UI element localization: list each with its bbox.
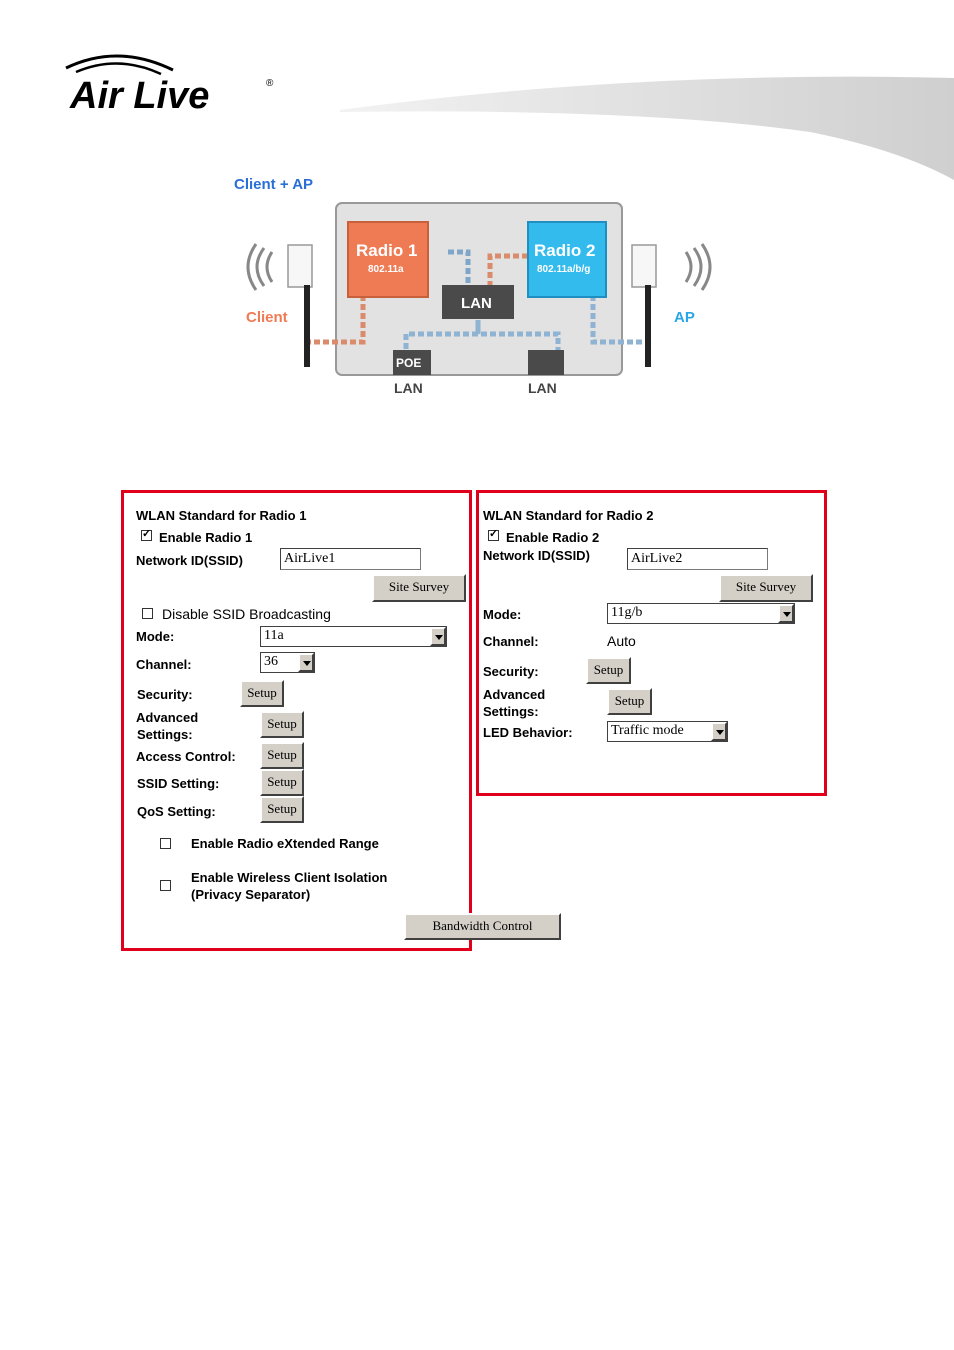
bandwidth-control-button[interactable]: Bandwidth Control <box>404 913 561 940</box>
radio2-security-label: Security: <box>483 664 539 679</box>
lan-port <box>528 350 564 375</box>
disable-ssid-broadcast-label: Disable SSID Broadcasting <box>162 606 331 622</box>
diagram-title: Client + AP <box>234 176 313 193</box>
signal-right-icon <box>684 243 712 291</box>
svg-text:Radio 1: Radio 1 <box>356 241 417 260</box>
ssid-setting-setup-button[interactable]: Setup <box>260 769 304 796</box>
radio1-ssid-input[interactable]: AirLive1 <box>280 548 421 570</box>
enable-radio2-label: Enable Radio 2 <box>506 530 600 545</box>
ssid-setting-label: SSID Setting: <box>137 776 220 791</box>
qos-setting-setup-button[interactable]: Setup <box>260 796 304 823</box>
radio2-ssid-input[interactable]: AirLive2 <box>627 548 768 570</box>
extended-range-checkbox[interactable] <box>160 838 171 849</box>
client-antenna-icon <box>287 244 313 288</box>
lan-box <box>442 285 514 319</box>
logo-text: Air Live <box>69 75 209 117</box>
radio2-box <box>527 221 607 298</box>
radio1-panel <box>121 490 472 951</box>
radio2-panel <box>476 490 827 796</box>
extended-range-label: Enable Radio eXtended Range <box>191 836 379 851</box>
chevron-down-icon <box>430 627 446 646</box>
svg-text:LAN: LAN <box>461 295 492 312</box>
radio2-security-setup-button[interactable]: Setup <box>586 657 631 684</box>
svg-text:LAN: LAN <box>528 380 557 396</box>
radio1-title: WLAN Standard for Radio 1 <box>136 508 307 523</box>
client-ap-diagram: Client + AP Radio 1 802.11a Radio 2 802.… <box>234 176 712 396</box>
led-behavior-select[interactable]: Traffic mode <box>607 721 728 742</box>
radio1-channel-select[interactable]: 36 <box>260 652 315 673</box>
header-swoosh <box>340 76 954 180</box>
radio1-security-setup-button[interactable]: Setup <box>240 680 284 707</box>
radio2-advanced-label: Advanced <box>483 687 546 702</box>
poe-port <box>393 350 431 375</box>
svg-text:Client: Client <box>246 309 288 326</box>
radio1-box <box>347 221 429 298</box>
svg-text:AP: AP <box>674 309 695 326</box>
radio2-ssid-label: Network ID(SSID) <box>483 548 590 563</box>
radio1-advanced-label: Advanced <box>136 710 199 725</box>
client-isolation-label-2: (Privacy Separator) <box>191 887 311 902</box>
chevron-down-icon <box>778 604 794 623</box>
airlive-logo: Air Live ® <box>65 54 274 117</box>
radio1-mode-select[interactable]: 11a <box>260 626 447 647</box>
radio1-security-label: Security: <box>137 687 193 702</box>
radio1-ssid-label: Network ID(SSID) <box>136 553 243 568</box>
radio1-advanced-label-2: Settings: <box>137 727 193 742</box>
svg-text:®: ® <box>266 78 274 89</box>
led-behavior-label: LED Behavior: <box>483 725 573 740</box>
radio2-advanced-setup-button[interactable]: Setup <box>607 688 652 715</box>
radio2-mode-select[interactable]: 11g/b <box>607 603 795 624</box>
radio2-channel-value: Auto <box>607 633 636 649</box>
enable-radio1-label: Enable Radio 1 <box>159 530 253 545</box>
chevron-down-icon <box>298 653 314 672</box>
access-control-setup-button[interactable]: Setup <box>260 742 304 769</box>
qos-setting-label: QoS Setting: <box>137 804 216 819</box>
radio2-title: WLAN Standard for Radio 2 <box>483 508 654 523</box>
radio2-mode-label: Mode: <box>483 607 522 622</box>
svg-text:POE: POE <box>396 356 421 370</box>
client-isolation-label: Enable Wireless Client Isolation <box>191 870 388 885</box>
disable-ssid-broadcast-checkbox[interactable] <box>142 608 153 619</box>
enable-radio2-checkbox[interactable] <box>488 527 499 541</box>
svg-text:802.11a/b/g: 802.11a/b/g <box>537 264 590 275</box>
svg-text:802.11a: 802.11a <box>368 264 404 275</box>
radio1-mode-label: Mode: <box>136 629 175 644</box>
radio2-advanced-label-2: Settings: <box>483 704 539 719</box>
radio1-advanced-setup-button[interactable]: Setup <box>260 711 304 738</box>
radio2-channel-label: Channel: <box>483 634 539 649</box>
chevron-down-icon <box>711 722 727 741</box>
svg-text:Radio 2: Radio 2 <box>534 241 595 260</box>
ap-antenna-icon <box>631 244 657 288</box>
signal-left-icon <box>246 243 274 291</box>
access-control-label: Access Control: <box>136 749 236 764</box>
radio1-channel-label: Channel: <box>136 657 192 672</box>
radio2-site-survey-button[interactable]: Site Survey <box>719 574 813 602</box>
radio1-site-survey-button[interactable]: Site Survey <box>372 574 466 602</box>
enable-radio1-checkbox[interactable] <box>141 527 152 541</box>
svg-text:LAN: LAN <box>394 380 423 396</box>
client-isolation-checkbox[interactable] <box>160 880 171 891</box>
